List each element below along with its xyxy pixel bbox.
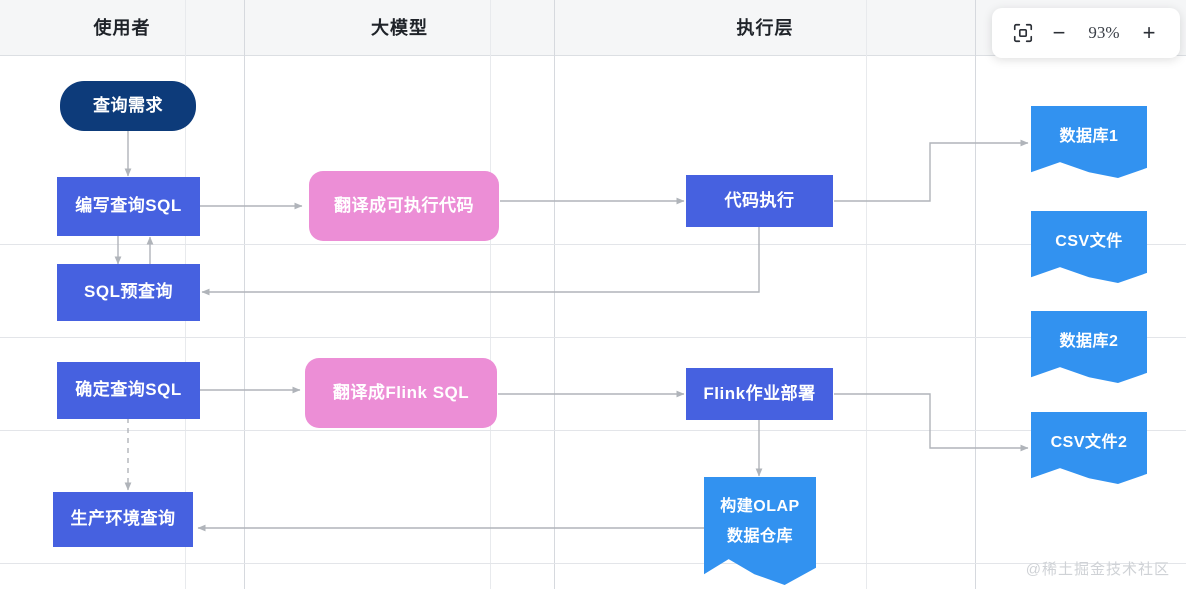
node-label: 确定查询SQL [75, 380, 182, 400]
node-label: 翻译成可执行代码 [334, 195, 474, 215]
node-code-exec[interactable]: 代码执行 [686, 175, 833, 227]
node-label: 查询需求 [93, 95, 163, 115]
row-divider-3 [0, 430, 1186, 431]
node-confirm-sql[interactable]: 确定查询SQL [57, 362, 200, 419]
zoom-level-value: 93% [1088, 23, 1120, 42]
node-translate-code[interactable]: 翻译成可执行代码 [309, 171, 499, 241]
fit-screen-icon[interactable] [1006, 16, 1040, 50]
node-flink-deploy[interactable]: Flink作业部署 [686, 368, 833, 420]
node-label: 数据库2 [1059, 333, 1119, 351]
lane-title-execution: 执行层 [736, 18, 794, 38]
node-label: 翻译成Flink SQL [332, 382, 470, 402]
node-database-2[interactable]: 数据库2 [1031, 311, 1147, 383]
node-label: Flink作业部署 [703, 383, 816, 403]
zoom-in-button[interactable]: + [1142, 20, 1156, 45]
node-label: CSV文件2 [1050, 434, 1128, 452]
node-label: 数据库1 [1059, 128, 1119, 146]
lane-divider-2 [554, 0, 555, 589]
edge-code-exec-to-database-1 [834, 139, 1029, 202]
lane-divider-1 [244, 0, 245, 589]
node-sql-preview[interactable]: SQL预查询 [57, 264, 200, 321]
grid-line-3 [866, 0, 867, 589]
lane-title-user: 使用者 [93, 18, 151, 38]
node-csv-file[interactable]: CSV文件 [1031, 211, 1147, 283]
node-label: 构建OLAP [720, 498, 800, 515]
grid-line-2 [490, 0, 491, 589]
row-divider-4 [0, 563, 1186, 564]
row-divider-1 [0, 244, 1186, 245]
swimlane-header-band [0, 0, 1186, 56]
node-label-line2: 数据仓库 [726, 527, 793, 545]
node-build-olap[interactable]: 构建OLAP 数据仓库 [704, 477, 816, 585]
node-csv-file-2[interactable]: CSV文件2 [1031, 412, 1147, 484]
edge-flink-deploy-to-csv-file-2 [834, 393, 1029, 452]
node-write-sql[interactable]: 编写查询SQL [57, 177, 200, 236]
node-label: CSV文件 [1055, 233, 1123, 251]
row-divider-2 [0, 337, 1186, 338]
watermark: @稀土掘金技术社区 [1025, 561, 1170, 578]
node-label: 编写查询SQL [75, 196, 182, 216]
lane-title-llm: 大模型 [371, 18, 428, 38]
node-label: SQL预查询 [84, 282, 173, 302]
zoom-control-panel: − 93% + [992, 8, 1180, 58]
zoom-out-button[interactable]: − [1052, 20, 1066, 45]
node-label: 生产环境查询 [70, 509, 176, 529]
node-prod-query[interactable]: 生产环境查询 [53, 492, 193, 547]
node-database-1[interactable]: 数据库1 [1031, 106, 1147, 178]
node-translate-flink[interactable]: 翻译成Flink SQL [305, 358, 497, 428]
node-label: 代码执行 [724, 190, 795, 210]
node-query-demand[interactable]: 查询需求 [60, 81, 196, 131]
fit-screen-glyph [1013, 23, 1033, 43]
lane-divider-3 [975, 0, 976, 589]
